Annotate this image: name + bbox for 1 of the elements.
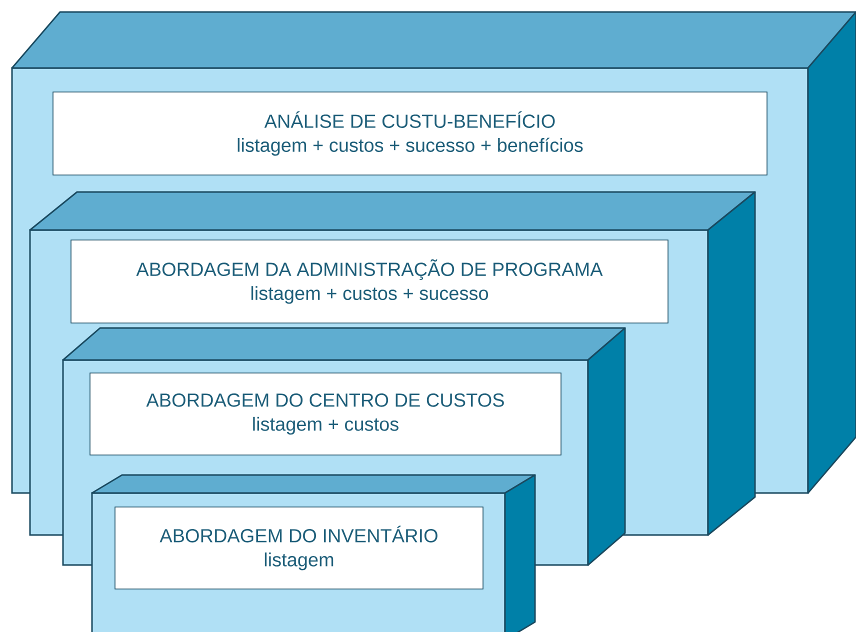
cuboid: ABORDAGEM DO INVENTÁRIO listagem [91,474,536,632]
